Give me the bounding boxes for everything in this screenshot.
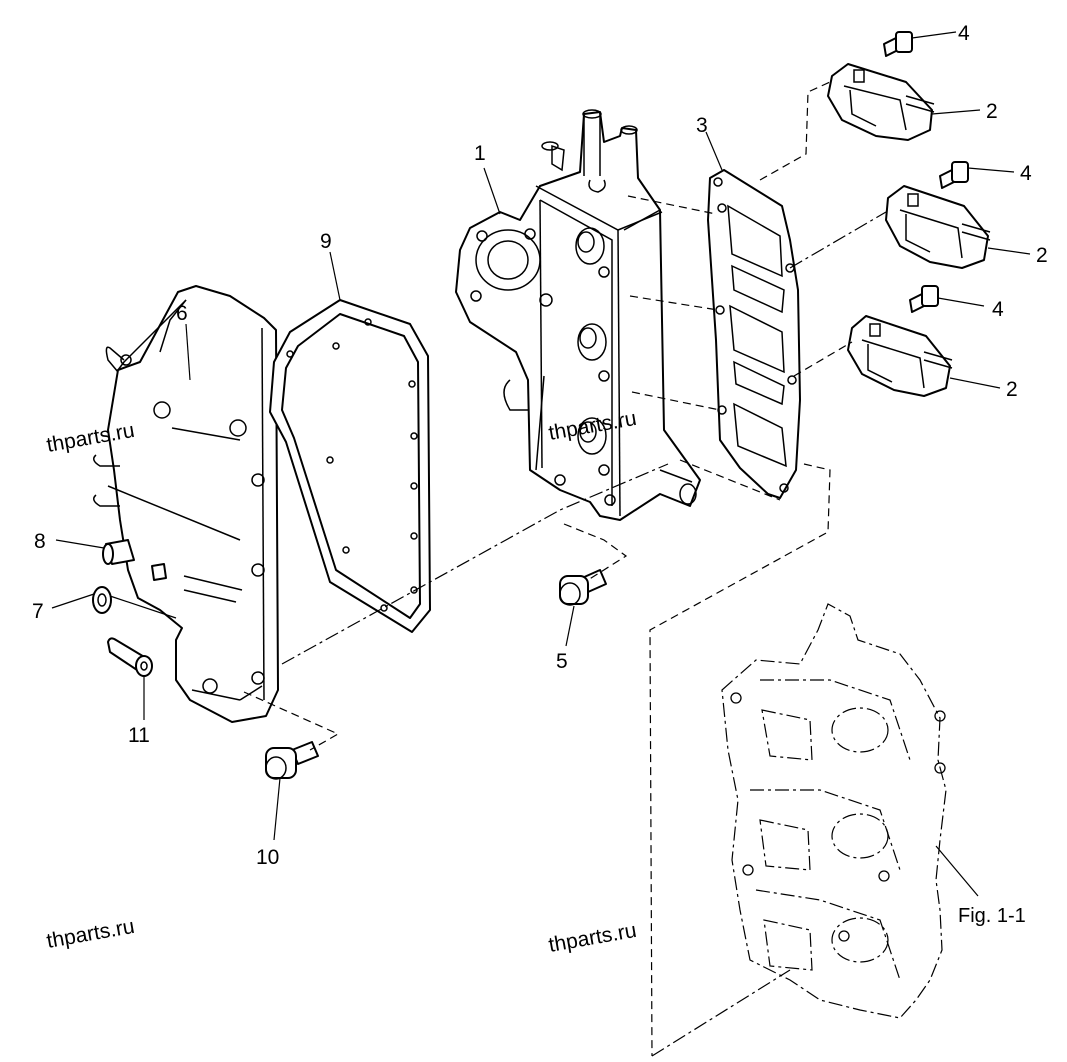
part-8-dowel-pin (102, 539, 167, 581)
callout-10: 10 (256, 846, 279, 869)
part-3-manifold-gasket (707, 169, 801, 499)
callout-1: 1 (474, 142, 486, 165)
part-6-head-cover (93, 285, 279, 723)
assembly-lines (243, 81, 887, 1057)
part-2-reed-valve-middle (885, 185, 991, 269)
callout-7: 7 (32, 600, 44, 623)
crankcase-reference (721, 603, 947, 1019)
figure-reference: Fig. 1-1 (958, 905, 1026, 927)
part-7-washer (92, 586, 112, 614)
part-9-gasket (269, 299, 431, 633)
callout-5: 5 (556, 650, 568, 673)
callout-8: 8 (34, 530, 46, 553)
callout-2-bottom: 2 (1006, 378, 1018, 401)
callout-2-middle: 2 (1036, 244, 1048, 267)
callout-11: 11 (128, 724, 150, 747)
part-2-reed-valve-bottom (847, 315, 953, 397)
leader-lines (51, 31, 1031, 897)
part-4-bolt-middle (939, 161, 969, 189)
part-11-anode (107, 637, 153, 677)
watermark-text: thparts.ru (45, 915, 136, 953)
callout-6: 6 (176, 302, 188, 325)
callout-4-top: 4 (958, 22, 970, 45)
part-5-plug (559, 569, 607, 606)
part-4-bolt-top (883, 31, 913, 57)
callout-4-bottom: 4 (992, 298, 1004, 321)
callout-9: 9 (320, 230, 332, 253)
callout-2-top: 2 (986, 100, 998, 123)
callout-4-middle: 4 (1020, 162, 1032, 185)
callout-3: 3 (696, 114, 708, 137)
part-2-reed-valve-top (827, 63, 935, 141)
callout-labels: 1 2 2 2 3 4 4 4 5 6 7 8 9 10 11 Fig. 1-1 (32, 22, 1048, 927)
watermark-text: thparts.ru (547, 919, 638, 957)
part-10-plug (265, 741, 319, 780)
part-4-bolt-bottom (909, 285, 939, 313)
part-1-cylinder-head (455, 109, 701, 521)
